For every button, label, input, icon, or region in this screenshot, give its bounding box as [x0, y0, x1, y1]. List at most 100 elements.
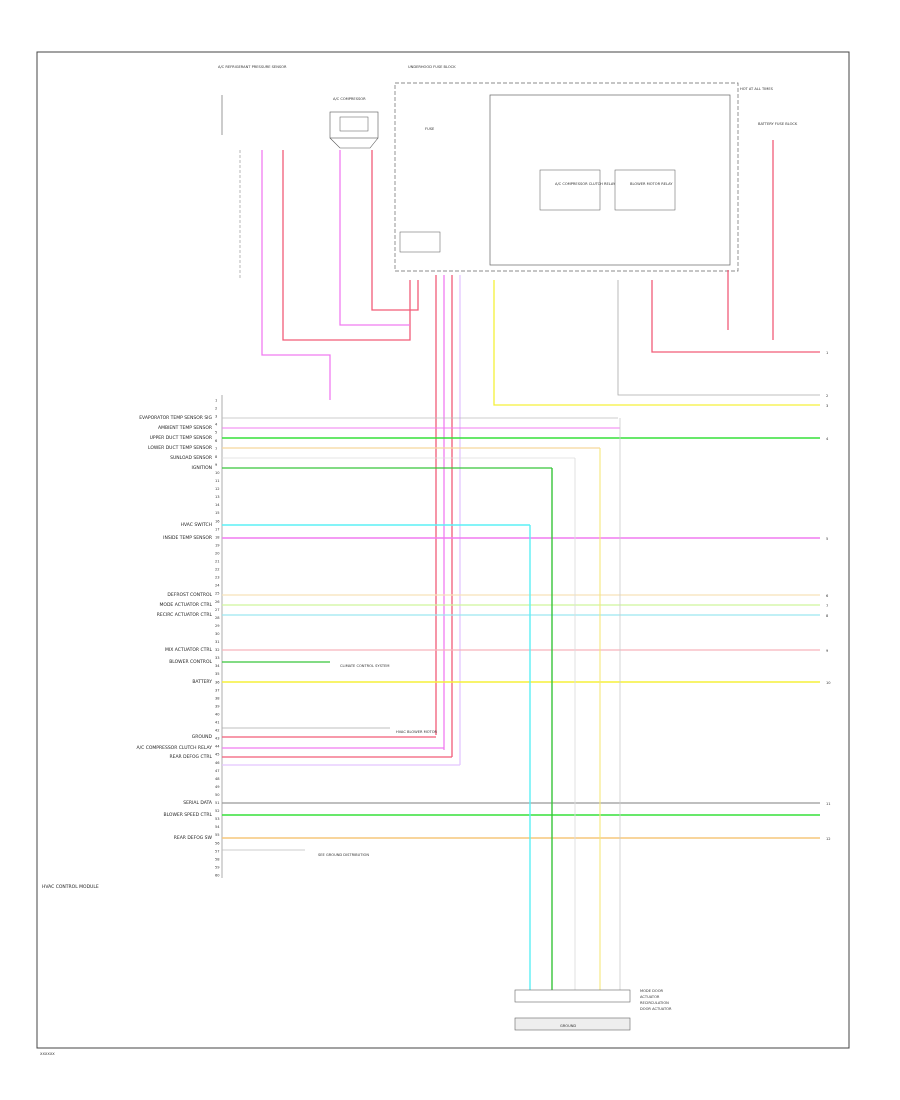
battery-fuse-block: BATTERY FUSE BLOCK	[758, 122, 798, 340]
signal-label: SUNLOAD SENSOR	[170, 455, 212, 461]
pin-number: 39	[215, 704, 220, 708]
signal-label: HVAC SWITCH	[181, 522, 212, 528]
pin-number: 42	[215, 729, 220, 733]
signal-label: REAR DEFOG CTRL	[170, 754, 213, 760]
vertical-wires	[261, 150, 820, 765]
signal-label: LOWER DUCT TEMP SENSOR	[148, 445, 212, 451]
pin-number: 38	[215, 696, 220, 700]
bottom-label: GROUND	[560, 1024, 576, 1028]
pin-number: 57	[215, 849, 220, 853]
pin-number: 2	[215, 407, 217, 411]
pin-number: 50	[215, 793, 220, 797]
pin-number: 15	[215, 511, 220, 515]
signal-label: DEFROST CONTROL	[167, 592, 212, 598]
bottom-label: RECIRCULATION	[640, 1001, 669, 1005]
pin-number: 23	[215, 576, 220, 580]
component-label: HOT AT ALL TIMES	[740, 87, 774, 91]
side-number: 6	[826, 594, 829, 598]
signal-label: REAR DEFOG SW	[174, 835, 213, 841]
component-label: A/C REFRIGERANT PRESSURE SENSOR	[218, 65, 287, 69]
component-label: A/C COMPRESSOR CLUTCH RELAY	[555, 182, 616, 186]
pin-number: 52	[215, 809, 220, 813]
pin-number: 6	[215, 439, 218, 443]
bottom-drops	[529, 418, 621, 990]
pin-number: 49	[215, 785, 220, 789]
module-pin-column: 1234567891011121314151617181920212223242…	[215, 395, 223, 878]
pin-number: 53	[215, 817, 220, 821]
side-number: 8	[826, 614, 829, 618]
signal-label: RECIRC ACTUATOR CTRL	[157, 612, 213, 618]
ac-compressor: A/C COMPRESSOR	[329, 97, 379, 149]
pin-number: 43	[215, 737, 220, 741]
pin-number: 19	[215, 543, 220, 547]
pin-number: 7	[215, 447, 217, 451]
bottom-actuator: GROUND MODE DOOR ACTUATOR RECIRCULATION …	[514, 989, 672, 1031]
pin-number: 44	[215, 745, 220, 749]
signal-label: A/C COMPRESSOR CLUTCH RELAY	[137, 745, 213, 751]
pin-number: 56	[215, 841, 220, 845]
side-number: 4	[826, 437, 829, 441]
pin-number: 30	[215, 632, 220, 636]
pin-number: 4	[215, 423, 218, 427]
horizontal-wires	[222, 417, 820, 851]
component-label: UNDERHOOD FUSE BLOCK	[408, 65, 456, 69]
pin-number: 58	[215, 857, 220, 861]
signal-label: MIX ACTUATOR CTRL	[165, 647, 213, 653]
side-number: 3	[826, 404, 828, 408]
footer-code: XXXXXX	[40, 1052, 55, 1056]
pin-number: 29	[215, 624, 220, 628]
component-label: BLOWER MOTOR RELAY	[630, 182, 673, 186]
pin-number: 10	[215, 471, 220, 475]
signal-label: SERIAL DATA	[183, 800, 213, 806]
pin-number: 45	[215, 753, 220, 757]
underhood-fuse-block: UNDERHOOD FUSE BLOCK HOT AT ALL TIMES A/…	[394, 65, 774, 272]
pin-number: 48	[215, 777, 220, 781]
left-labels: EVAPORATOR TEMP SENSOR SIG AMBIENT TEMP …	[137, 415, 213, 841]
signal-label: EVAPORATOR TEMP SENSOR SIG	[139, 415, 212, 421]
pin-number: 41	[215, 721, 220, 725]
bottom-label: DOOR ACTUATOR	[640, 1007, 672, 1011]
component-label: FUSE	[425, 127, 435, 131]
pin-number: 60	[215, 874, 220, 878]
component-label: BATTERY FUSE BLOCK	[758, 122, 798, 126]
side-number: 11	[826, 802, 831, 806]
bottom-label: ACTUATOR	[640, 995, 660, 999]
pin-number: 11	[215, 479, 220, 483]
signal-label: AMBIENT TEMP SENSOR	[158, 425, 212, 431]
pin-number: 59	[215, 865, 220, 869]
diagram-frame	[36, 51, 850, 1049]
note-text: CLIMATE CONTROL SYSTEM	[340, 664, 389, 668]
side-number: 9	[826, 649, 829, 653]
note-text: SEE GROUND DISTRIBUTION	[318, 853, 369, 857]
pin-number: 40	[215, 712, 220, 716]
pin-number: 26	[215, 600, 220, 604]
pin-number: 1	[215, 399, 217, 403]
side-number: 7	[826, 604, 828, 608]
pin-number: 13	[215, 495, 220, 499]
pin-number: 28	[215, 616, 220, 620]
pin-number: 9	[215, 463, 218, 467]
pin-number: 33	[215, 656, 220, 660]
bottom-label: MODE DOOR	[640, 989, 664, 993]
signal-label: GROUND	[192, 734, 213, 740]
side-numbers: 1 2 3 4 5 6 7 8 9 10 11 12	[826, 351, 831, 841]
signal-label: IGNITION	[192, 465, 213, 471]
pin-number: 31	[215, 640, 220, 644]
pin-number: 3	[215, 415, 217, 419]
pin-number: 36	[215, 680, 220, 684]
pin-number: 14	[215, 503, 220, 507]
pin-number: 55	[215, 833, 220, 837]
pin-number: 32	[215, 648, 220, 652]
signal-label: BLOWER SPEED CTRL	[163, 812, 212, 818]
side-number: 2	[826, 394, 828, 398]
module-title: HVAC CONTROL MODULE	[42, 884, 99, 890]
signal-label: BLOWER CONTROL	[169, 659, 212, 665]
pin-number: 21	[215, 560, 220, 564]
side-number: 10	[826, 681, 831, 685]
pin-number: 12	[215, 487, 220, 491]
side-number: 1	[826, 351, 828, 355]
pin-number: 34	[215, 664, 220, 668]
pin-number: 35	[215, 672, 220, 676]
note-text: HVAC BLOWER MOTOR	[396, 730, 438, 734]
